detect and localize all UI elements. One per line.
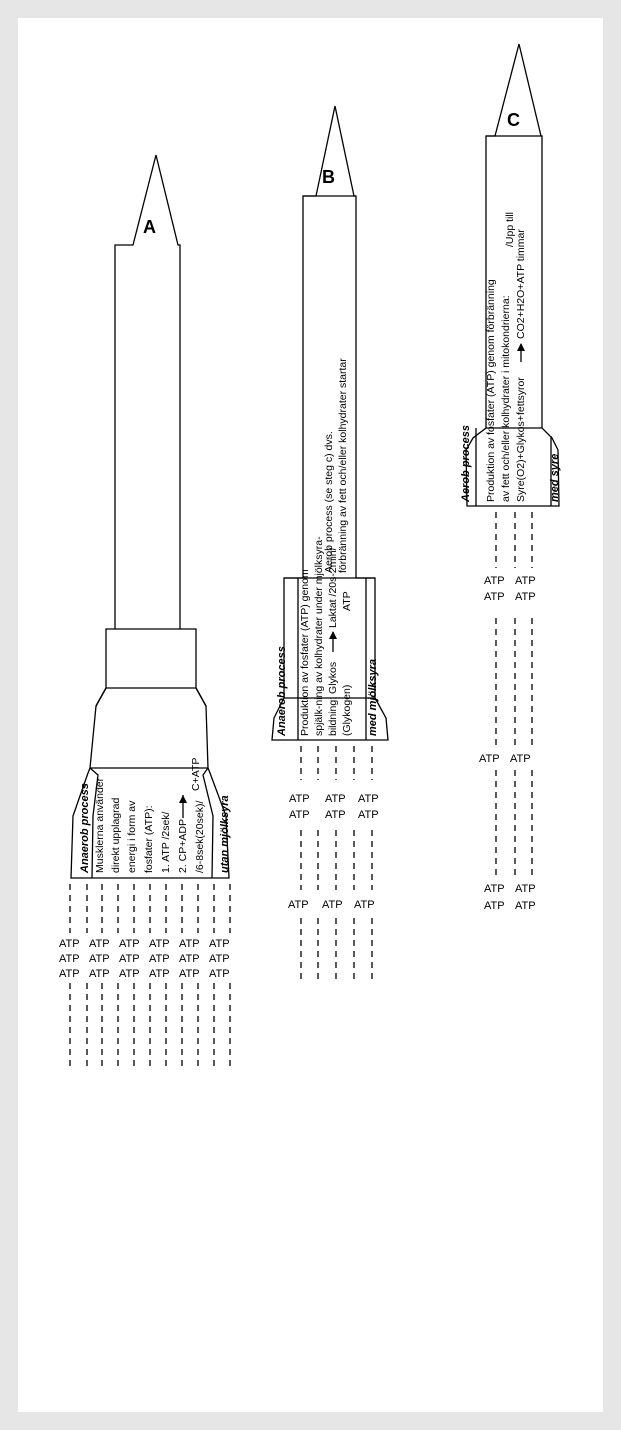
atp-label: ATP: [515, 900, 536, 912]
rocket-b-exhaust: [301, 746, 372, 981]
atp-label: ATP: [354, 899, 375, 911]
atp-label: ATP: [510, 753, 531, 765]
atp-label: ATP: [484, 900, 505, 912]
rocket-c-label: C: [507, 110, 520, 130]
rocket-a-outline: [71, 155, 229, 878]
rocket-a-text-line: /6-8sek(20sek)/: [194, 801, 206, 873]
rocket-c-text-line: Syre(O2)+Glykos+fettsyror: [515, 377, 527, 502]
atp-label: ATP: [149, 953, 170, 965]
atp-label: ATP: [119, 953, 140, 965]
rocket-b-upper-line: förbränning av fett och/eller kolhydrate…: [337, 358, 349, 573]
rocket-a-text-line: 2. CP+ADP: [177, 819, 189, 873]
atp-label: ATP: [515, 883, 536, 895]
atp-label: ATP: [325, 809, 346, 821]
rocket-a-text-line: energi i form av: [126, 800, 138, 873]
atp-label: ATP: [325, 793, 346, 805]
atp-label: ATP: [179, 953, 200, 965]
rocket-c-text-line: Produktion av fosfater (ATP) genom förbr…: [485, 279, 497, 502]
atp-label: ATP: [358, 793, 379, 805]
rocket-b-formula-sub: ATP: [341, 591, 353, 611]
rocket-a-atp-grid: ATP ATP ATP ATP ATP ATP ATP ATP ATP ATP …: [59, 938, 230, 980]
rocket-c-footer: med syre: [549, 454, 561, 502]
atp-label: ATP: [484, 575, 505, 587]
atp-label: ATP: [479, 753, 500, 765]
rocket-b-outline: [272, 106, 388, 740]
atp-label: ATP: [209, 938, 230, 950]
atp-label: ATP: [89, 968, 110, 980]
rocket-b-text-line: bildning: Glykos: [327, 662, 339, 736]
rocket-c-atp-bottom: ATP ATP ATP ATP: [484, 883, 536, 912]
atp-label: ATP: [89, 938, 110, 950]
rocket-a-text-line: fosfater (ATP):: [143, 806, 155, 874]
rocket-b-atp-top: ATP ATP ATP ATP ATP ATP: [289, 793, 379, 821]
atp-label: ATP: [515, 575, 536, 587]
rocket-a-text-line: Musklerna använder: [94, 777, 106, 873]
rocket-b-formula-product: Laktat /20s-2min/: [327, 547, 339, 628]
rocket-c-atp-top: ATP ATP ATP ATP: [484, 575, 536, 603]
rocket-c-exhaust: [496, 512, 532, 876]
rocket-b-label: B: [322, 167, 335, 187]
diagram-frame: A Anaerob process utan mjölksyra Muskler…: [18, 18, 603, 1412]
energy-systems-diagram: A Anaerob process utan mjölksyra Muskler…: [18, 18, 603, 1412]
atp-label: ATP: [484, 591, 505, 603]
rocket-a-formula-product: C+ATP: [190, 758, 202, 791]
atp-label: ATP: [289, 809, 310, 821]
rocket-b-text-line: spjälk-ning av kolhydrater under mjölksy…: [313, 536, 325, 736]
atp-label: ATP: [59, 968, 80, 980]
rocket-a-header: Anaerob process: [79, 783, 91, 874]
rocket-b-text-line: (Glykogen): [341, 685, 353, 736]
rocket-a-text-line: direkt upplagrad: [110, 798, 122, 873]
atp-label: ATP: [89, 953, 110, 965]
atp-label: ATP: [59, 953, 80, 965]
atp-label: ATP: [484, 883, 505, 895]
rocket-c-atp-mid: ATP ATP: [479, 753, 531, 765]
rocket-c: C Aerob process med syre Produktion av f…: [460, 44, 561, 912]
atp-label: ATP: [149, 968, 170, 980]
atp-label: ATP: [515, 591, 536, 603]
rocket-b-header: Anaerob process: [276, 646, 288, 737]
atp-label: ATP: [358, 809, 379, 821]
atp-label: ATP: [179, 968, 200, 980]
rocket-b-footer: med mjölksyra: [367, 659, 379, 736]
atp-label: ATP: [209, 968, 230, 980]
atp-label: ATP: [149, 938, 170, 950]
rocket-b-text-line: Produktion av fosfater (ATP) genom: [299, 569, 311, 736]
rocket-b: B Aerob process (se steg c) dvs. förbrän…: [272, 106, 388, 981]
atp-label: ATP: [119, 938, 140, 950]
rocket-a: A Anaerob process utan mjölksyra Muskler…: [59, 155, 231, 1068]
atp-label: ATP: [289, 793, 310, 805]
rocket-a-footer: utan mjölksyra: [219, 795, 231, 873]
rocket-c-header: Aerob process: [460, 425, 472, 503]
atp-label: ATP: [288, 899, 309, 911]
rocket-c-formula-product: CO2+H2O+ATP timmar: [515, 229, 527, 339]
atp-label: ATP: [209, 953, 230, 965]
rocket-a-text-line: 1. ATP /2sek/: [160, 811, 172, 873]
rocket-c-text-line: av fett och/eller kolhydrater i mitokond…: [500, 295, 512, 502]
atp-label: ATP: [179, 938, 200, 950]
rocket-b-atp-bottom: ATP ATP ATP: [288, 899, 375, 911]
atp-label: ATP: [322, 899, 343, 911]
rocket-a-label: A: [143, 217, 156, 237]
atp-label: ATP: [59, 938, 80, 950]
atp-label: ATP: [119, 968, 140, 980]
